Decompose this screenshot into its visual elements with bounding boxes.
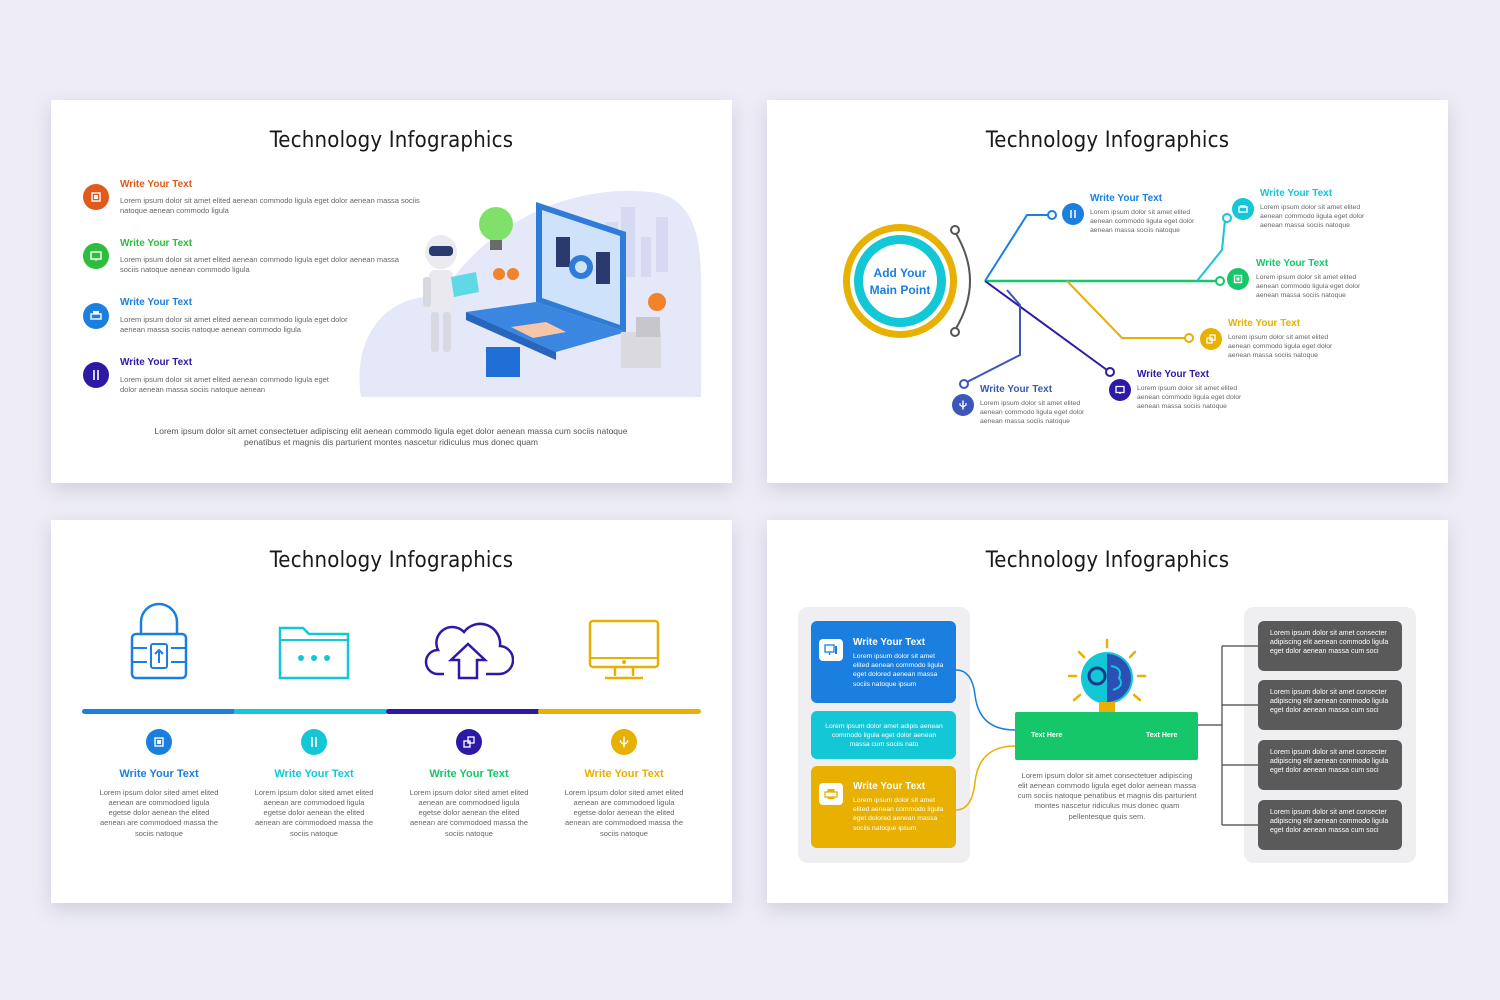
gray-card: Lorem ipsum dolor sit amet consecter adi… bbox=[1258, 680, 1402, 730]
item-body: Lorem ipsum dolor sit amet elited aenean… bbox=[980, 400, 1085, 426]
item-heading: Write Your Text bbox=[1090, 193, 1163, 204]
cable-icon bbox=[83, 362, 109, 388]
timeline-segment bbox=[234, 709, 388, 714]
padlock-icon bbox=[130, 602, 188, 680]
monitor-icon bbox=[819, 639, 843, 661]
item-body: Lorem ipsum dolor sit amet elited aenean… bbox=[120, 196, 420, 216]
cloud-upload-icon bbox=[424, 622, 514, 680]
item-heading: Write Your Text bbox=[980, 384, 1053, 395]
slide-title: Technology Infographics bbox=[269, 128, 514, 153]
item-heading: Write Your Text bbox=[120, 357, 193, 368]
slide-footer-text: Lorem ipsum dolor sit amet consectetuer … bbox=[154, 426, 628, 448]
item-body: Lorem ipsum dolor sit amet elited aenean… bbox=[1228, 334, 1333, 360]
item-body: Lorem ipsum dolor sit amet elited aenean… bbox=[120, 255, 399, 275]
gray-card: Lorem ipsum dolor sit amet consecter adi… bbox=[1258, 800, 1402, 850]
item-body: Lorem ipsum dolor sited amet elited aene… bbox=[564, 788, 684, 838]
slide-process-flow: Technology Infographics Write Your Text … bbox=[767, 520, 1448, 903]
item-heading: Write Your Text bbox=[584, 768, 664, 780]
printer-icon bbox=[819, 783, 843, 805]
share-icon bbox=[1200, 328, 1222, 350]
gray-card: Lorem ipsum dolor sit amet consecter adi… bbox=[1258, 740, 1402, 790]
brain-bulb-icon bbox=[1067, 638, 1147, 712]
card-body: Lorem ipsum dolor sit amet elited aenean… bbox=[853, 797, 944, 832]
usb-icon bbox=[611, 729, 637, 755]
item-heading: Write Your Text bbox=[429, 768, 509, 780]
item-body: Lorem ipsum dolor sit amet elited aenean… bbox=[1137, 385, 1242, 411]
center-left-label: Text Here bbox=[1031, 732, 1063, 739]
chip-icon bbox=[146, 729, 172, 755]
cable-icon bbox=[301, 729, 327, 755]
mind-map-connectors bbox=[843, 210, 1232, 389]
folder-icon bbox=[278, 626, 350, 680]
slide-timeline-icons: Technology Infographics Wri bbox=[51, 520, 732, 903]
slide-title: Technology Infographics bbox=[269, 548, 514, 573]
item-heading: Write Your Text bbox=[120, 179, 193, 190]
item-heading: Write Your Text bbox=[1260, 188, 1333, 199]
chip-icon bbox=[1227, 268, 1249, 290]
item-body: Lorem ipsum dolor sited amet elited aene… bbox=[409, 788, 529, 838]
item-body: Lorem ipsum dolor sited amet elited aene… bbox=[99, 788, 219, 838]
share-icon bbox=[456, 729, 482, 755]
card-yellow bbox=[811, 766, 956, 848]
center-box bbox=[1015, 712, 1198, 760]
item-heading: Write Your Text bbox=[120, 297, 193, 308]
monitor-icon bbox=[1109, 379, 1131, 401]
cable-icon bbox=[1062, 203, 1084, 225]
main-point-label: Add Your Main Point bbox=[869, 266, 931, 297]
item-heading: Write Your Text bbox=[1228, 318, 1301, 329]
slide-title: Technology Infographics bbox=[985, 548, 1230, 573]
slide-mind-map: Technology Infographics Add Your Main Po… bbox=[767, 100, 1448, 483]
timeline-segment bbox=[538, 709, 701, 714]
item-heading: Write Your Text bbox=[274, 768, 354, 780]
item-body: Lorem ipsum dolor sit amet elited aenean… bbox=[120, 375, 329, 395]
slide-title: Technology Infographics bbox=[985, 128, 1230, 153]
slide-robot-laptop: Technology Infographics Write Your Text … bbox=[51, 100, 732, 483]
item-heading: Write Your Text bbox=[1256, 258, 1329, 269]
card-body: Lorem ipsum dolor amet adipis aenean com… bbox=[825, 723, 943, 749]
item-heading: Write Your Text bbox=[119, 768, 199, 780]
chip-icon bbox=[83, 184, 109, 210]
printer-icon bbox=[83, 303, 109, 329]
monitor-icon bbox=[588, 619, 660, 680]
item-heading: Write Your Text bbox=[1137, 369, 1210, 380]
item-body: Lorem ipsum dolor sited amet elited aene… bbox=[254, 788, 374, 838]
item-body: Lorem ipsum dolor sit amet elited aenean… bbox=[120, 315, 348, 335]
timeline-segment bbox=[386, 709, 540, 714]
gray-card: Lorem ipsum dolor sit amet consecter adi… bbox=[1258, 621, 1402, 671]
printer-icon bbox=[1232, 198, 1254, 220]
card-heading: Write Your Text bbox=[853, 781, 926, 792]
timeline-segment bbox=[82, 709, 236, 714]
item-heading: Write Your Text bbox=[120, 238, 193, 249]
card-cyan bbox=[811, 711, 956, 759]
card-body: Lorem ipsum dolor sit amet elited aenean… bbox=[853, 653, 944, 688]
item-body: Lorem ipsum dolor sit amet elited aenean… bbox=[1256, 274, 1361, 300]
monitor-icon bbox=[83, 243, 109, 269]
center-right-label: Text Here bbox=[1146, 732, 1178, 739]
robot-laptop-illustration bbox=[359, 190, 701, 397]
center-body-text: Lorem ipsum dolor sit amet consectetuer … bbox=[1017, 771, 1197, 821]
usb-icon bbox=[952, 394, 974, 416]
item-body: Lorem ipsum dolor sit amet elited aenean… bbox=[1090, 209, 1195, 235]
card-blue bbox=[811, 621, 956, 703]
card-heading: Write Your Text bbox=[853, 637, 926, 648]
item-body: Lorem ipsum dolor sit amet elited aenean… bbox=[1260, 204, 1365, 230]
